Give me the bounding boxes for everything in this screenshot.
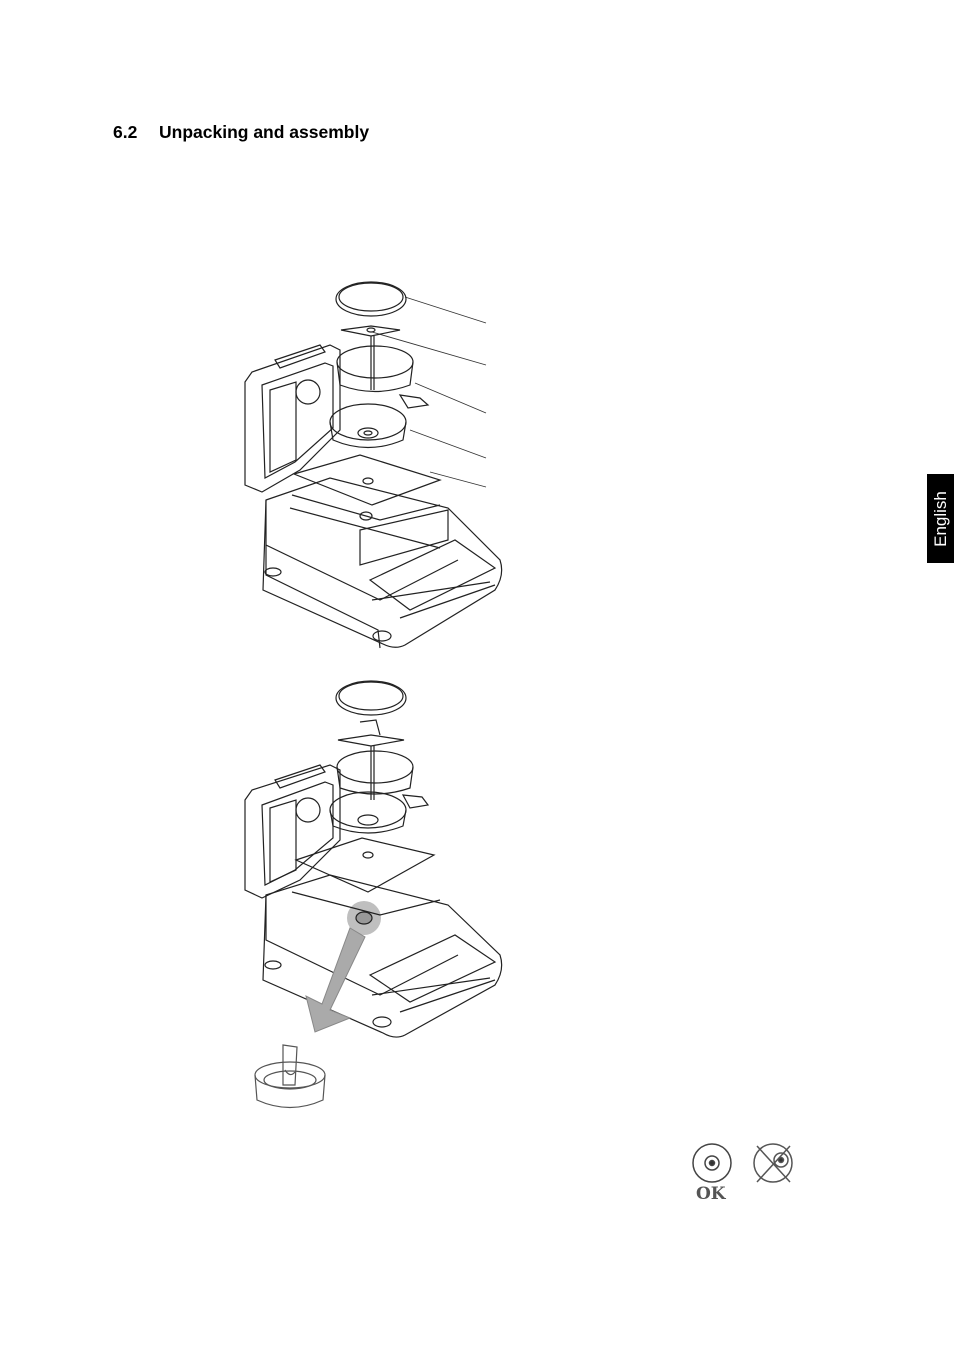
level-not-ok-icon [754,1144,792,1182]
wind-shield [337,346,428,408]
housing-lid [245,345,340,492]
assembly-figure-top [245,282,502,648]
transport-lock [255,1045,325,1108]
level-ok-icon [693,1144,731,1182]
leader-lines [372,297,486,487]
pan-support [330,404,406,448]
assembly-figure-bottom [245,681,502,1108]
level-ok-label: OK [696,1184,726,1204]
pan-holder [341,326,400,390]
removal-arrow [306,928,365,1032]
instrument-base [263,478,502,648]
